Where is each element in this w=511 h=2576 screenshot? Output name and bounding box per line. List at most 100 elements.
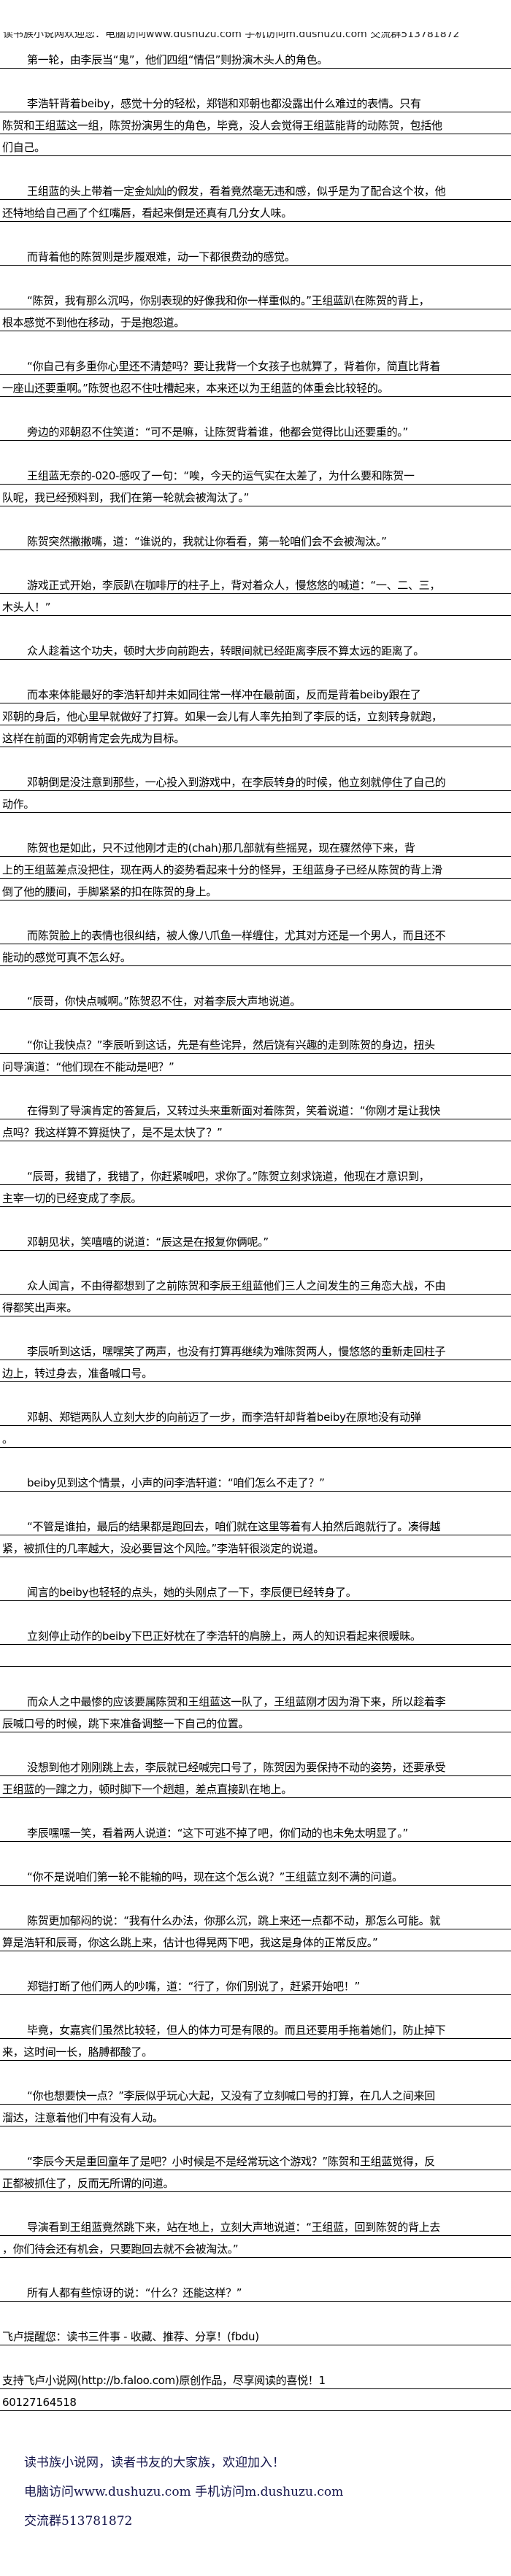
paragraph: 邓朝、郑铠两队人立刻大步的向前迈了一步，而李浩轩却背着beiby在原地没有动弹。: [0, 1404, 511, 1448]
line-text: 众人趁着这个功夫，顿时大步向前跑去，转眼间就已经距离李辰不算太远的距离了。: [27, 644, 424, 658]
text-line: 陈贺和王组蓝这一组，陈贺扮演男生的角色，毕竟，没人会觉得王组蓝能背的动陈贺，包括…: [0, 112, 511, 134]
text-line: 旁边的邓朝忍不住笑道：“可不是嘛，让陈贺背着谁，他都会觉得比山还要重的。”: [0, 419, 511, 441]
paragraph: 闻言的beiby也轻轻的点头，她的头刚点了一下，李辰便已经转身了。: [0, 1579, 511, 1601]
line-text: 动作。: [2, 798, 35, 811]
line-text: 李辰听到这话，嘿嘿笑了两声，也没有打算再继续为难陈贺两人，慢悠悠的重新走回柱子: [27, 1345, 446, 1358]
text-line: 在得到了导演肯定的答复后，又转过头来重新面对着陈贺，笑着说道：“你刚才是让我快: [0, 1098, 511, 1119]
blank-line: [0, 331, 511, 353]
blank-line: [0, 550, 511, 572]
paragraph: 邓朝倒是没注意到那些，一心投入到游戏中，在李辰转身的时候，他立刻就停住了自己的动…: [0, 769, 511, 813]
text-line: 正都被抓住了，反而无所谓的问道。: [0, 2170, 511, 2192]
text-line: “辰哥，你快点喊啊。”陈贺忍不住，对着李辰大声地说道。: [0, 988, 511, 1010]
blank-line: [0, 2192, 511, 2214]
line-text: 倒了他的腰间，手脚紧紧的扣在陈贺的身上。: [2, 885, 218, 898]
blank-line: [0, 441, 511, 463]
line-text: 溜达，注意着他们中有没有人动。: [2, 2111, 164, 2124]
line-text: 游戏正式开始，李辰趴在咖啡厅的柱子上，背对着众人，慢悠悠的喊道：“一、二、三，: [27, 579, 441, 592]
blank-line: [0, 69, 511, 90]
text-line: 第一轮，由李辰当“鬼”，他们四组“情侣”则扮演木头人的角色。: [0, 47, 511, 69]
text-line: 们自己。: [0, 134, 511, 156]
paragraph: 而众人之中最惨的应该要属陈贺和王组蓝这一队了，王组蓝刚才因为滑下来，所以趁着李辰…: [0, 1689, 511, 1732]
blank-line: [0, 1076, 511, 1098]
text-line: 能动的感觉可真不怎么好。: [0, 944, 511, 966]
blank-line: [0, 506, 511, 528]
line-text: 立刻停止动作的beiby下巴正好枕在了李浩轩的肩膀上，两人的知识看起来很暧昧。: [27, 1630, 421, 1643]
text-line: “不管是谁拍，最后的结果都是跑回去，咱们就在这里等着有人拍然后跑就行了。凑得越: [0, 1513, 511, 1535]
line-text: 队呢，我已经预料到，我们在第一轮就会被淘汰了。”: [2, 491, 250, 504]
text-line: ，你们待会还有机会，只要跑回去就不会被淘汰。”: [0, 2236, 511, 2258]
paragraph: “不管是谁拍，最后的结果都是跑回去，咱们就在这里等着有人拍然后跑就行了。凑得越紧…: [0, 1513, 511, 1557]
blank-line: [0, 1732, 511, 1754]
text-line: 辰喊口号的时候，跳下来准备调整一下自己的位置。: [0, 1711, 511, 1732]
line-text: “陈贺，我有那么沉吗，你别表现的好像我和你一样重似的。”王组蓝趴在陈贺的背上，: [27, 294, 430, 307]
blank-line: [0, 2061, 511, 2083]
chapter-content: 第一轮，由李辰当“鬼”，他们四组“情侣”则扮演木头人的角色。李浩轩背着beiby…: [0, 47, 511, 2411]
paragraph: “陈贺，我有那么沉吗，你别表现的好像我和你一样重似的。”王组蓝趴在陈贺的背上， 根…: [0, 288, 511, 331]
blank-line: [0, 2258, 511, 2280]
paragraph: 立刻停止动作的beiby下巴正好枕在了李浩轩的肩膀上，两人的知识看起来很暧昧。: [0, 1623, 511, 1667]
line-text: 而本来体能最好的李浩轩却并未如同往常一样冲在最前面，反而是背着beiby跟在了: [27, 688, 421, 701]
text-line: [0, 1645, 511, 1667]
line-text: 支持飞卢小说网(http://b.faloo.com)原创作品，尽享阅读的喜悦！…: [2, 2374, 326, 2387]
text-line: 倒了他的腰间，手脚紧紧的扣在陈贺的身上。: [0, 879, 511, 901]
blank-line: [0, 1251, 511, 1273]
footer-note: 飞卢提醒您：读书三件事 - 收藏、推荐、分享！(fbdu): [0, 2324, 511, 2345]
paragraph: 第一轮，由李辰当“鬼”，他们四组“情侣”则扮演木头人的角色。: [0, 47, 511, 69]
line-text: 来，这时间一长，胳膊都酸了。: [2, 2045, 153, 2059]
text-line: 邓朝倒是没注意到那些，一心投入到游戏中，在李辰转身的时候，他立刻就停住了自己的: [0, 769, 511, 791]
blank-line: [0, 222, 511, 244]
text-line: 立刻停止动作的beiby下巴正好枕在了李浩轩的肩膀上，两人的知识看起来很暧昧。: [0, 1623, 511, 1645]
line-text: 能动的感觉可真不怎么好。: [2, 951, 131, 964]
blank-line: [0, 2345, 511, 2367]
line-text: 根本感觉不到他在移动，于是抱怨道。: [2, 316, 185, 329]
text-line: 木头人！”: [0, 594, 511, 616]
blank-line: [0, 660, 511, 682]
text-line: “你不是说咱们第一轮不能输的吗，现在这个怎么说？”王组蓝立刻不满的问道。: [0, 1864, 511, 1886]
blank-line: [0, 1207, 511, 1229]
paragraph: 陈贺突然撇撇嘴，道：“谁说的，我就让你看看，第一轮咱们会不会被淘汰。”: [0, 528, 511, 550]
text-line: 李辰听到这话，嘿嘿笑了两声，也没有打算再继续为难陈贺两人，慢悠悠的重新走回柱子: [0, 1338, 511, 1360]
paragraph: “你自己有多重你心里还不清楚吗？要让我背一个女孩子也就算了，背着你，简直比背着一…: [0, 353, 511, 397]
blank-line: [0, 1382, 511, 1404]
promo-welcome: 读书族小说网，读者书友的大家族，欢迎加入！: [24, 2456, 285, 2470]
text-line: 众人趁着这个功夫，顿时大步向前跑去，转眼间就已经距离李辰不算太远的距离了。: [0, 638, 511, 660]
line-text: beiby见到这个情景，小声的问李浩轩道：“咱们怎么不走了？”: [27, 1476, 325, 1489]
paragraph: “辰哥，我错了，我错了，你赶紧喊吧，求你了。”陈贺立刻求饶道，他现在才意识到，主…: [0, 1163, 511, 1207]
text-line: 所有人都有些惊讶的说：“什么？还能这样？”: [0, 2280, 511, 2302]
line-text: 没想到他才刚刚跳上去，李辰就已经喊完口号了，陈贺因为要保持不动的姿势，还要承受: [27, 1761, 446, 1774]
text-line: 王组蓝的一蹿之力，顿时脚下一个趔趄，差点直接趴在地上。: [0, 1776, 511, 1798]
text-line: 而陈贺脸上的表情也很纠结，被人像八爪鱼一样缠住，尤其对方还是一个男人，而且还不: [0, 922, 511, 944]
line-text: 王组蓝的头上带着一定金灿灿的假发，看着竟然毫无违和感，似乎是为了配合这个妆，他: [27, 185, 446, 198]
paragraph: 而陈贺脸上的表情也很纠结，被人像八爪鱼一样缠住，尤其对方还是一个男人，而且还不能…: [0, 922, 511, 966]
text-line: 上的王组蓝差点没把住，现在两人的姿势看起来十分的怪异，王组蓝身子已经从陈贺的背上…: [0, 857, 511, 879]
text-line: 游戏正式开始，李辰趴在咖啡厅的柱子上，背对着众人，慢悠悠的喊道：“一、二、三，: [0, 572, 511, 594]
line-text: 正都被抓住了，反而无所谓的问道。: [2, 2177, 174, 2190]
text-line: 来，这时间一长，胳膊都酸了。: [0, 2039, 511, 2061]
paragraph: “李辰今天是重回童年了是吧？小时候是不是经常玩这个游戏？”陈贺和王组蓝觉得，反正…: [0, 2148, 511, 2192]
promo-urls: 电脑访问www.dushuzu.com 手机访问m.dushuzu.com: [24, 2485, 344, 2499]
text-line: 一座山还要重啊。”陈贺也忍不住吐槽起来，本来还以为王组蓝的体重会比较轻的。: [0, 375, 511, 397]
line-text: 问导演道：“他们现在不能动是吧？”: [2, 1060, 174, 1073]
line-text: 李辰嘿嘿一笑，看着两人说道：“这下可逃不掉了吧，你们动的也未免太明显了。”: [27, 1827, 408, 1840]
line-text: 旁边的邓朝忍不住笑道：“可不是嘛，让陈贺背着谁，他都会觉得比山还要重的。”: [27, 425, 408, 439]
line-text: 得都笑出声来。: [2, 1301, 77, 1314]
promo-group: 交流群513781872: [24, 2514, 133, 2529]
line-text: 算是浩轩和辰哥，你这么跳上来，估计也得晃两下吧，我这是身体的正常反应。”: [2, 1936, 378, 1949]
text-line: 这样在前面的邓朝肯定会先成为目标。: [0, 725, 511, 747]
line-text: “你也想要快一点？”李辰似乎玩心大起，又没有了立刻喊口号的打算，在几人之间来回: [27, 2089, 435, 2102]
blank-line: [0, 747, 511, 769]
line-text: “李辰今天是重回童年了是吧？小时候是不是经常玩这个游戏？”陈贺和王组蓝觉得，反: [27, 2155, 435, 2168]
text-line: 而众人之中最惨的应该要属陈贺和王组蓝这一队了，王组蓝刚才因为滑下来，所以趁着李: [0, 1689, 511, 1711]
text-line: 邓朝的身后，他心里早就做好了打算。如果一会儿有人率先拍到了李辰的话，立刻转身就跑…: [0, 703, 511, 725]
text-line: 队呢，我已经预料到，我们在第一轮就会被淘汰了。”: [0, 485, 511, 506]
text-line: 导演看到王组蓝竟然跳下来，站在地上，立刻大声地说道：“王组蓝，回到陈贺的背上去: [0, 2214, 511, 2236]
line-text: 陈贺也是如此，只不过他刚才走的(chah)那几部就有些摇晃，现在骤然停下来，背: [27, 841, 415, 855]
line-text: “不管是谁拍，最后的结果都是跑回去，咱们就在这里等着有人拍然后跑就行了。凑得越: [27, 1520, 441, 1533]
text-line: 王组蓝无奈的-020-感叹了一句：“唉，今天的运气实在太差了，为什么要和陈贺一: [0, 463, 511, 485]
blank-line: [0, 2126, 511, 2148]
line-text: 这样在前面的邓朝肯定会先成为目标。: [2, 732, 185, 745]
paragraph: 游戏正式开始，李辰趴在咖啡厅的柱子上，背对着众人，慢悠悠的喊道：“一、二、三， 木…: [0, 572, 511, 616]
site-header-text: 读书族小说网欢迎您：电脑访问www.dushuzu.com 手机访问m.dush…: [3, 32, 460, 40]
line-text: 边上，转过身去，准备喊口号。: [2, 1367, 153, 1380]
text-line: 闻言的beiby也轻轻的点头，她的头刚点了一下，李辰便已经转身了。: [0, 1579, 511, 1601]
